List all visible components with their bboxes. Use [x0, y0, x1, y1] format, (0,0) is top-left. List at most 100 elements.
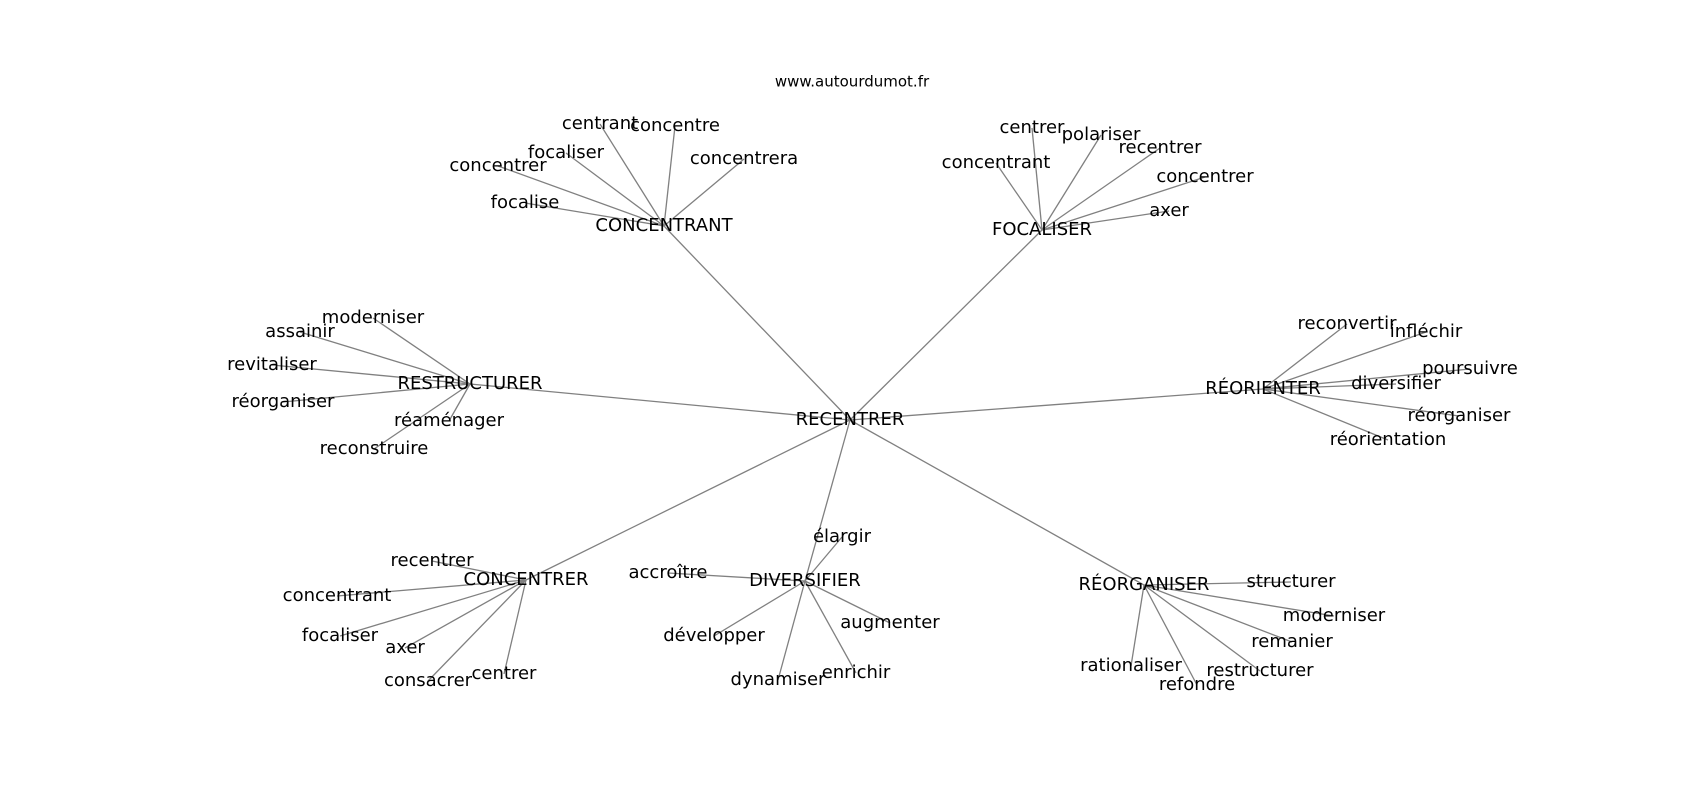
leaf-node-label: diversifier	[1351, 373, 1441, 394]
source-url: www.autourdumot.fr	[775, 73, 930, 91]
edge-h6-h6d	[713, 580, 806, 637]
center-node-label: RECENTRER	[796, 409, 905, 430]
edge-center-h4	[849, 388, 1264, 421]
edge-h2-h2c	[1041, 147, 1161, 231]
edge-h5-h5f	[503, 579, 527, 675]
leaf-node-label: poursuivre	[1422, 358, 1518, 379]
edge-center-h3	[469, 383, 851, 421]
leaf-node-label: élargir	[813, 526, 872, 547]
leaf-node-label: concentre	[630, 115, 720, 136]
leaf-node-label: axer	[385, 637, 425, 658]
leaf-node-label: focalise	[491, 192, 560, 213]
hub-node-label: RÉORGANISER	[1079, 573, 1210, 595]
edge-h5-h5e	[427, 579, 527, 682]
leaf-node-label: centrer	[1000, 117, 1066, 138]
leaf-node-label: reconvertir	[1298, 313, 1398, 334]
leaf-node-label: focaliser	[528, 142, 605, 163]
leaf-node-label: réorganiser	[1408, 405, 1511, 426]
edge-h5-h5a	[431, 560, 527, 581]
edge-h3-h3f	[373, 383, 471, 450]
leaf-node-label: centrant	[562, 113, 638, 134]
leaf-node-label: augmenter	[840, 612, 940, 633]
edge-h5-h5d	[404, 579, 527, 649]
edge-h6-h6b	[667, 572, 806, 582]
leaf-node-label: rationaliser	[1080, 655, 1182, 676]
leaf-node-label: recentrer	[1119, 137, 1203, 158]
edge-h4-h4e	[1262, 388, 1460, 417]
leaf-node-label: concentrer	[1156, 166, 1254, 187]
leaf-node-label: remanier	[1251, 631, 1333, 652]
leaf-node-label: polariser	[1062, 124, 1141, 145]
edge-h2-h2f	[1041, 210, 1170, 231]
graph-edges	[271, 123, 1471, 686]
leaf-node-label: focaliser	[302, 625, 379, 646]
edge-h6-h6f	[804, 580, 857, 674]
edge-center-h2	[849, 229, 1043, 421]
leaf-node-label: consacrer	[384, 670, 473, 691]
edge-center-h6	[804, 419, 851, 582]
edge-center-h7	[849, 419, 1145, 586]
leaf-node-label: concentrera	[690, 148, 798, 169]
edge-h3-h3c	[271, 364, 471, 385]
edge-h4-h4a	[1262, 323, 1348, 390]
leaf-node-label: centrer	[472, 663, 538, 684]
edge-h1-h1e	[497, 165, 665, 227]
leaf-node-label: réaménager	[394, 410, 505, 431]
hub-node-label: CONCENTRER	[464, 569, 589, 590]
edge-h2-h2b	[1041, 134, 1102, 231]
edge-h5-h5b	[336, 579, 527, 597]
leaf-node-label: concentrant	[942, 152, 1051, 173]
edge-h6-h6e	[777, 580, 806, 681]
leaf-node-label: restructurer	[1206, 660, 1314, 681]
leaf-node-label: recentrer	[391, 550, 475, 571]
hub-node-label: CONCENTRANT	[595, 215, 733, 236]
graph-labels: www.autourdumot.fr RECENTRER CONCENTRANT c…	[227, 73, 1518, 696]
leaf-node-label: concentrer	[449, 155, 547, 176]
hub-node-label: RESTRUCTURER	[397, 373, 542, 394]
leaf-node-label: assainir	[265, 321, 335, 342]
edge-h4-h4d	[1262, 383, 1397, 390]
leaf-node-label: moderniser	[322, 307, 425, 328]
edge-h3-h3d	[282, 383, 471, 403]
edge-h2-h2d	[995, 162, 1043, 231]
hub-node-label: FOCALISER	[992, 219, 1092, 240]
edge-h4-h4c	[1262, 368, 1471, 390]
edge-h7-h7c	[1143, 584, 1293, 643]
leaf-node-label: reconstruire	[320, 438, 429, 459]
leaf-node-label: réorganiser	[232, 391, 335, 412]
edge-center-h1	[663, 225, 851, 421]
edge-h1-h1b	[663, 125, 676, 227]
edge-h3-h3b	[299, 331, 471, 385]
leaf-node-label: revitaliser	[227, 354, 317, 375]
edge-h4-h4f	[1262, 388, 1389, 441]
leaf-node-label: moderniser	[1283, 605, 1386, 626]
leaf-node-label: réorientation	[1330, 429, 1447, 450]
leaf-node-label: développer	[663, 625, 765, 646]
hub-node-label: RÉORIENTER	[1205, 377, 1321, 399]
edge-h2-h2e	[1041, 176, 1206, 231]
leaf-node-label: dynamiser	[731, 669, 827, 690]
hub-node-label: DIVERSIFIER	[749, 570, 861, 591]
edge-h7-h7b	[1143, 584, 1335, 617]
edge-h7-h7d	[1130, 584, 1145, 667]
leaf-node-label: axer	[1149, 200, 1189, 221]
leaf-node-label: refondre	[1159, 674, 1235, 695]
edge-h1-h1f	[524, 202, 665, 227]
edge-h1-h1c	[565, 152, 665, 227]
edge-h6-h6a	[804, 536, 843, 582]
edge-h6-h6c	[804, 580, 891, 624]
leaf-node-label: enrichir	[822, 662, 891, 683]
edge-h1-h1d	[663, 158, 745, 227]
edge-h1-h1a	[599, 123, 665, 227]
edge-h7-h7a	[1143, 581, 1292, 586]
leaf-node-label: structurer	[1246, 571, 1336, 592]
leaf-node-label: accroître	[629, 562, 708, 583]
edge-h7-h7e	[1143, 584, 1261, 672]
edge-h4-h4b	[1262, 331, 1427, 390]
edge-center-h5	[525, 419, 851, 581]
edge-h2-h2a	[1031, 127, 1043, 231]
edge-h3-h3e	[448, 383, 471, 422]
leaf-node-label: concentrant	[283, 585, 392, 606]
leaf-node-label: infléchir	[1390, 321, 1463, 342]
